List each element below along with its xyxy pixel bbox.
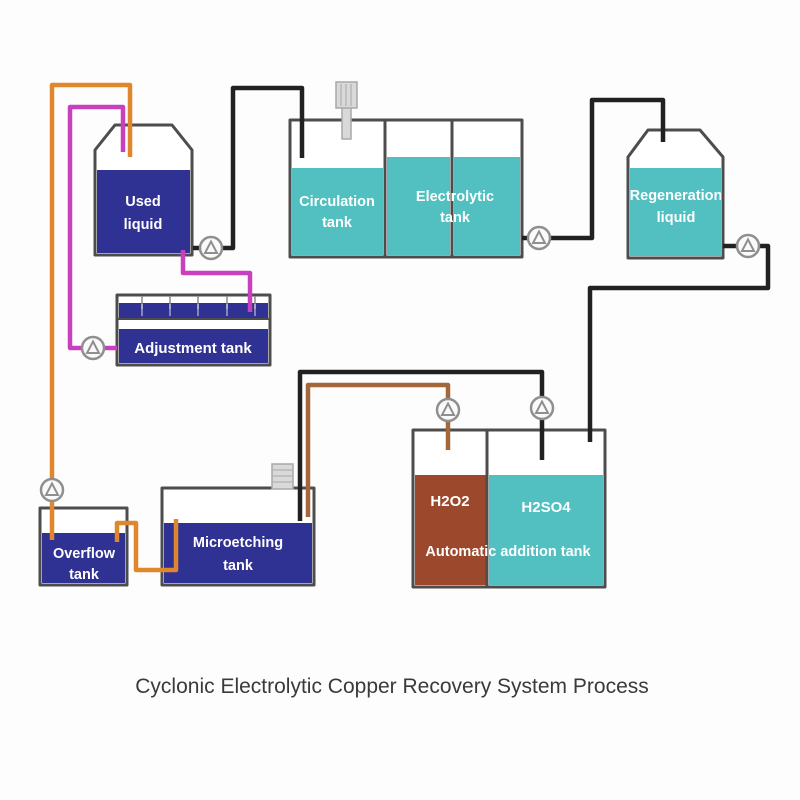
regeneration-tank	[626, 128, 725, 260]
overflow-label-line1: Overflow	[53, 546, 116, 562]
overflow-tank	[38, 506, 129, 587]
automatic-addition-tank	[411, 428, 607, 589]
pump-electrolytic-icon	[526, 225, 552, 251]
microetching-tank	[160, 486, 316, 587]
circulation-label-line1: Circulation	[299, 194, 375, 210]
microetching-fill	[164, 523, 312, 583]
mixer-icon	[335, 81, 358, 140]
electrolytic-fill-left	[387, 157, 450, 255]
auto-addition-label: Automatic addition tank	[425, 544, 591, 560]
regeneration-label-line2: liquid	[657, 210, 696, 226]
electrolytic-label-line2: tank	[440, 210, 471, 226]
adjustment-weir-strip	[119, 303, 268, 318]
used-liquid-label-line2: liquid	[124, 217, 163, 233]
heater-icon	[271, 463, 294, 490]
pump-adjustment-icon	[80, 335, 106, 361]
pump-h2so4-icon	[529, 395, 555, 421]
regeneration-fill	[630, 168, 721, 256]
electrolytic-fill-right	[454, 157, 520, 255]
pipe-microetching-to-overflow	[114, 519, 179, 573]
microetching-label-line1: Microetching	[193, 535, 283, 551]
h2so4-label: H2SO4	[521, 499, 571, 516]
pump-regeneration-icon	[735, 233, 761, 259]
pump-used-liquid-icon	[198, 235, 224, 261]
adjustment-label: Adjustment tank	[134, 340, 252, 357]
h2o2-label: H2O2	[430, 493, 469, 510]
overflow-fill	[42, 533, 125, 583]
pump-h2o2-icon	[435, 397, 461, 423]
pipe-used-to-adjustment	[180, 250, 253, 312]
used-liquid-label-line1: Used	[125, 194, 160, 210]
used-liquid-tank	[93, 123, 194, 257]
overflow-label-line2: tank	[69, 567, 100, 583]
circulation-electrolytic-tank	[288, 118, 524, 259]
pipe-regeneration-to-addition	[587, 243, 771, 442]
pump-overflow-icon	[39, 477, 65, 503]
circulation-fill	[292, 168, 383, 255]
h2o2-fill	[415, 475, 486, 585]
pipe-overflow-to-used	[49, 82, 133, 540]
mixer-shaft	[341, 106, 352, 140]
diagram-title: Cyclonic Electrolytic Copper Recovery Sy…	[135, 675, 649, 698]
adjustment-tank	[115, 293, 272, 367]
h2so4-fill	[489, 475, 603, 585]
used-liquid-fill	[97, 170, 190, 253]
pipe-used-to-circulation	[193, 85, 305, 251]
electrolytic-label-line1: Electrolytic	[416, 189, 494, 205]
regeneration-label-line1: Regeneration	[630, 188, 723, 204]
adjustment-fill	[119, 329, 268, 363]
microetching-label-line2: tank	[223, 558, 254, 574]
pipe-electrolytic-to-regeneration	[522, 97, 666, 241]
circulation-label-line2: tank	[322, 215, 353, 231]
